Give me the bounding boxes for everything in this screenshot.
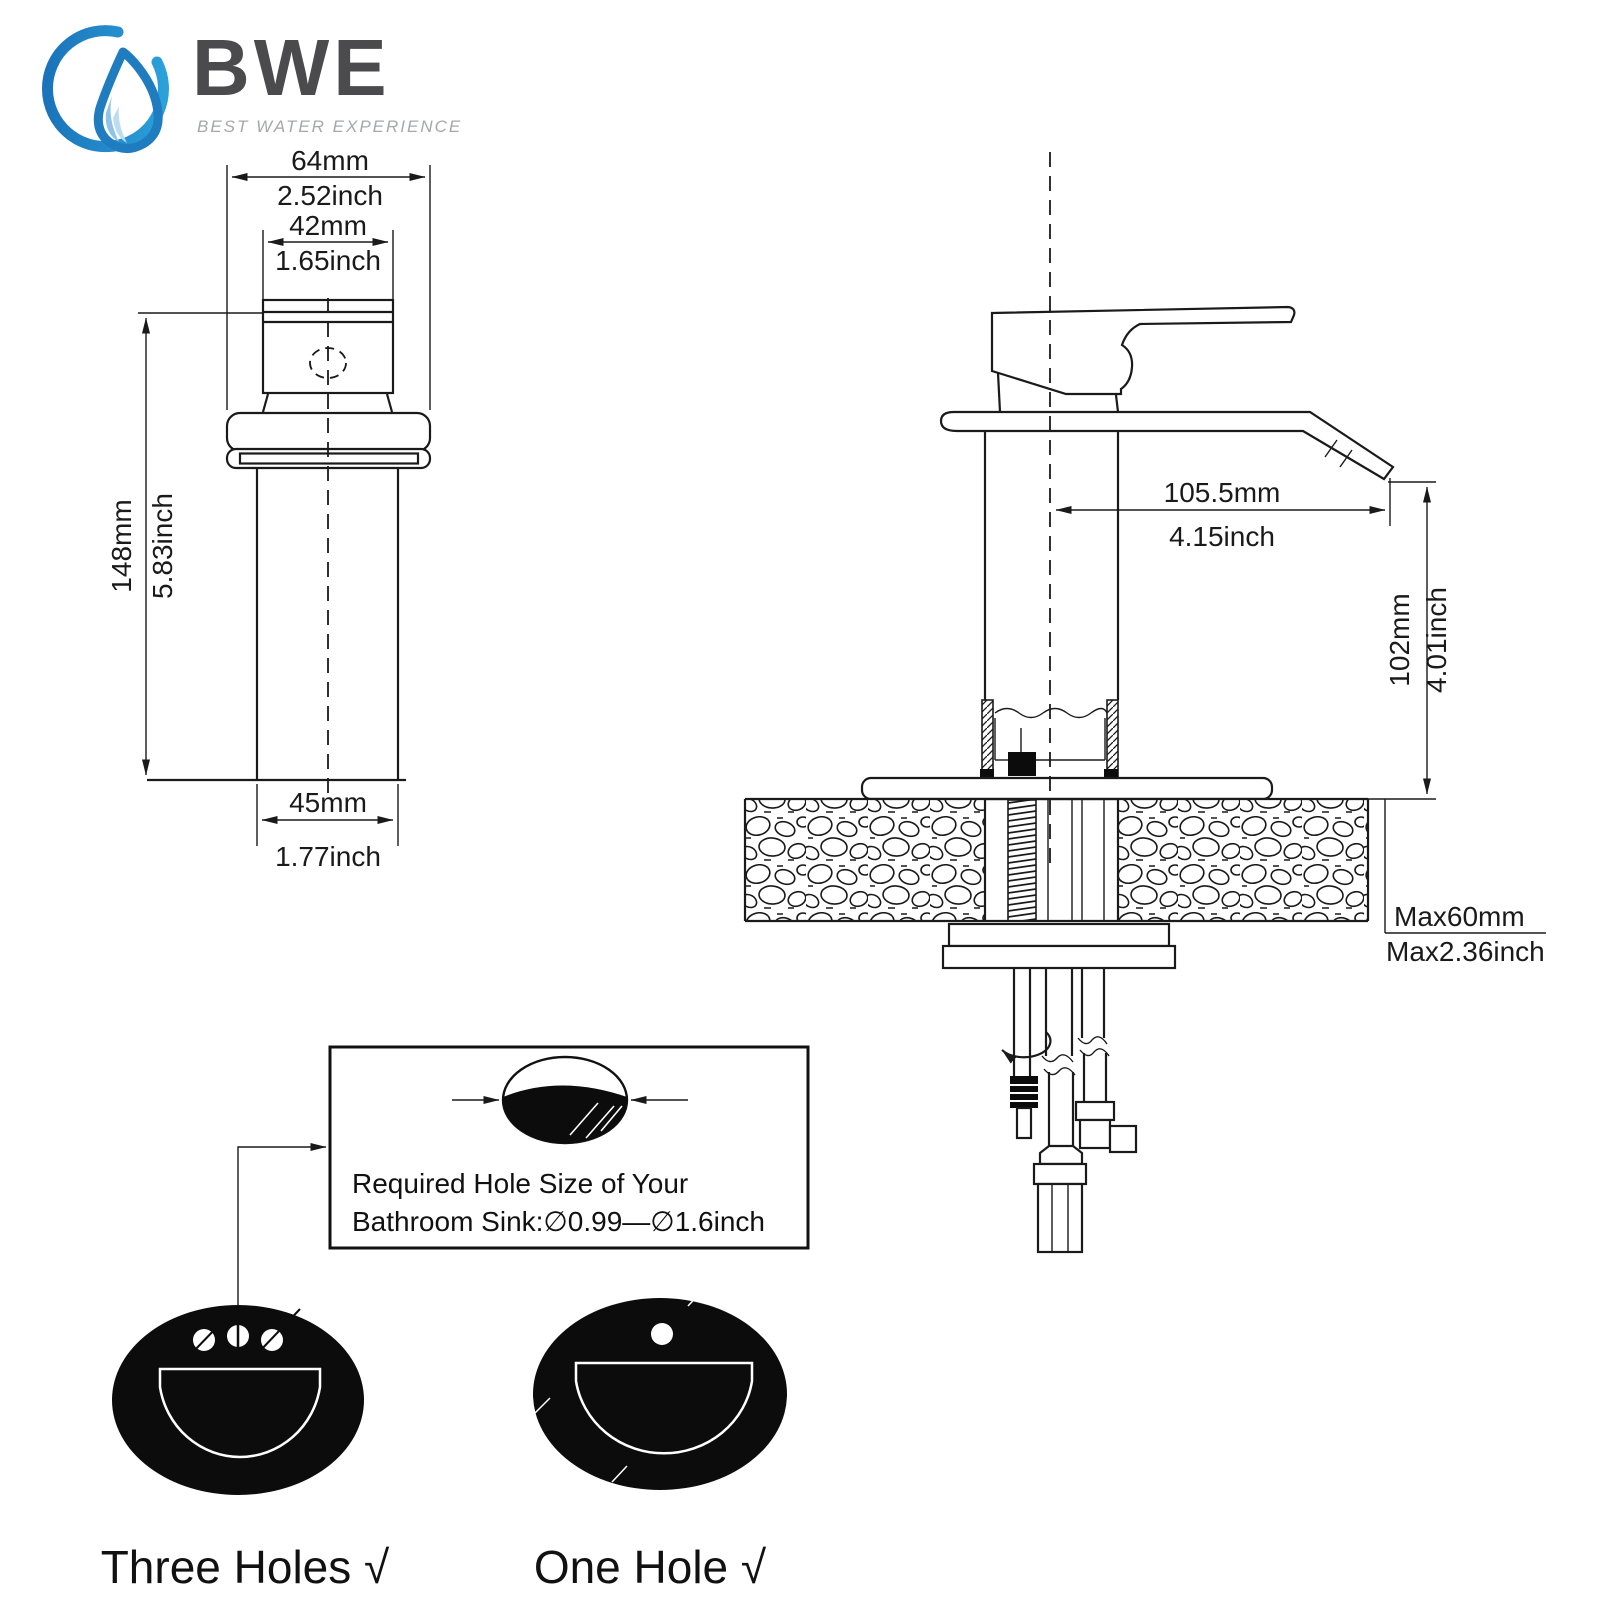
basin-outline: [574, 1361, 754, 1455]
dim-252inch-label: 2.52inch: [277, 180, 383, 211]
dim-177inch-label: 1.77inch: [275, 841, 381, 872]
sink-three-holes: [112, 1305, 364, 1495]
mounting-nut: [1008, 752, 1036, 776]
waterfall-spout-plate: [939, 410, 1395, 481]
supply-hoses: [1032, 968, 1138, 1254]
dimension-body-width: 45mm 1.77inch: [261, 787, 394, 872]
handle-lever: [990, 305, 1296, 396]
hole-note-line2: Bathroom Sink:∅0.99—∅1.6inch: [352, 1206, 765, 1237]
brand-tagline: BEST WATER EXPERIENCE: [197, 117, 463, 136]
brand-name: BWE: [192, 23, 391, 112]
mounting-hardware: [941, 922, 1177, 1140]
dimension-handle-width: 42mm 1.65inch: [267, 210, 389, 276]
front-view-drawing: 64mm 2.52inch 42mm 1.65inch 148mm 5.83in…: [106, 145, 432, 872]
waterfall-slot: [238, 452, 420, 465]
dim-165inch-label: 1.65inch: [275, 245, 381, 276]
faucet-front-outline: [147, 298, 432, 802]
countertop: [743, 797, 1370, 923]
faucet-side-outline: [860, 305, 1395, 801]
sink-one-hole: [533, 1290, 787, 1490]
dim-415inch-label: 4.15inch: [1169, 521, 1275, 552]
tighten-rotation-arrow-icon: [1001, 1031, 1052, 1064]
label-one-hole: One Hole √: [534, 1541, 767, 1593]
shank-wall-left: [981, 699, 994, 779]
dim-148mm-label: 148mm: [106, 499, 137, 592]
leader-line: [236, 1143, 327, 1348]
hose-hex-nut: [1036, 1182, 1084, 1254]
dim-102mm-label: 102mm: [1384, 593, 1415, 686]
dimension-total-height: 148mm 5.83inch: [106, 317, 178, 776]
dim-42mm-label: 42mm: [289, 210, 367, 241]
mounting-plate: [947, 922, 1171, 948]
dim-1055mm-label: 105.5mm: [1164, 477, 1281, 508]
dim-max236inch-label: Max2.36inch: [1386, 936, 1545, 967]
escutcheon-plate: [860, 776, 1274, 801]
hole-note-line1: Required Hole Size of Your: [352, 1168, 688, 1199]
mounting-washer: [941, 944, 1177, 970]
dimension-spout-width: 64mm 2.52inch: [231, 145, 426, 211]
dim-583inch-label: 5.83inch: [147, 493, 178, 599]
label-three-holes: Three Holes √: [101, 1541, 390, 1593]
side-view-drawing: 105.5mm 4.15inch 102mm 4.01inch Max60mm …: [743, 152, 1546, 1254]
threaded-stud: [1007, 799, 1037, 922]
hole-illustration: [452, 1055, 688, 1145]
bwe-logo-icon: [42, 25, 169, 153]
shank-wall-right: [1106, 699, 1119, 779]
dimension-spout-height: 102mm 4.01inch: [1368, 481, 1452, 800]
basin-outline: [158, 1367, 322, 1459]
elbow-fitting: [1108, 1124, 1138, 1154]
dim-64mm-label: 64mm: [291, 145, 369, 176]
dimension-max-deck-thickness: Max60mm Max2.36inch: [1384, 799, 1546, 967]
dim-401inch-label: 4.01inch: [1421, 587, 1452, 693]
water-drop-circle-icon: [42, 25, 169, 153]
hole-size-box: Required Hole Size of Your Bathroom Sink…: [328, 1045, 810, 1250]
dimension-spout-reach: 105.5mm 4.15inch: [1055, 477, 1391, 552]
dim-max60mm-label: Max60mm: [1394, 901, 1525, 932]
